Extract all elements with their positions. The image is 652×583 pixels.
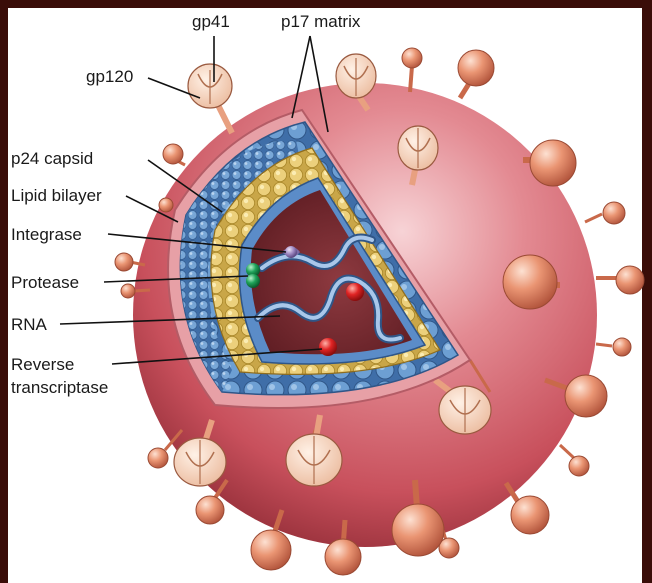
- spike: [560, 445, 589, 476]
- label-p24-capsid: p24 capsid: [11, 149, 93, 168]
- label-lipid-bilayer: Lipid bilayer: [11, 186, 102, 205]
- spike: [458, 50, 494, 98]
- label-rna: RNA: [11, 315, 48, 334]
- label-integrase: Integrase: [11, 225, 82, 244]
- label-p17-matrix: p17 matrix: [281, 12, 361, 31]
- gp120-spike: [188, 64, 232, 133]
- label-reverse-transcriptase-line2: transcriptase: [11, 378, 108, 397]
- spike: [402, 48, 422, 92]
- label-gp41: gp41: [192, 12, 230, 31]
- spike: [585, 202, 625, 224]
- label-reverse-transcriptase-line1: Reverse: [11, 355, 74, 374]
- label-protease: Protease: [11, 273, 79, 292]
- spike: [596, 338, 631, 356]
- label-gp120: gp120: [86, 67, 133, 86]
- reverse-transcriptase-enzyme-2: [319, 338, 337, 356]
- spike: [506, 483, 549, 534]
- reverse-transcriptase-enzyme-1: [346, 283, 364, 301]
- spike: [163, 144, 185, 165]
- spike: [596, 266, 644, 294]
